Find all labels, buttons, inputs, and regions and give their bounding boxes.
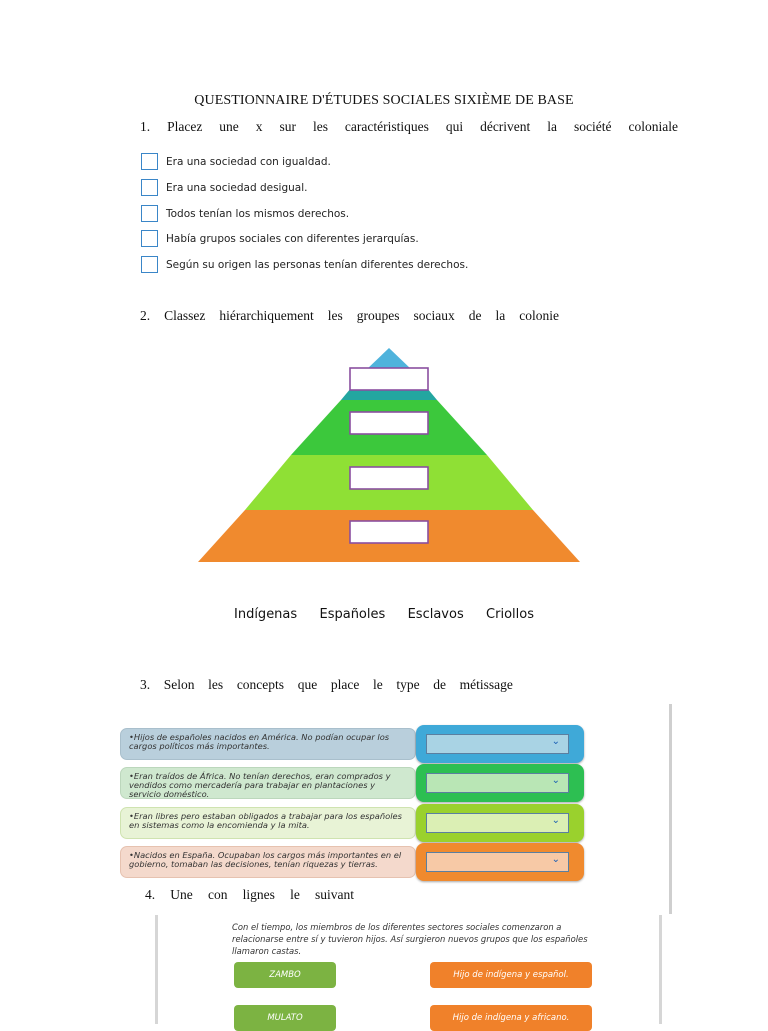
caste-right-indigena-africano[interactable]: Hijo de indígena y africano. [430, 1005, 592, 1031]
checkbox-3[interactable] [141, 205, 158, 222]
checkbox-4[interactable] [141, 230, 158, 247]
chevron-down-icon: ⌄ [551, 815, 560, 826]
description-criollos: •Hijos de españoles nacidos en América. … [120, 728, 416, 760]
caste-right-indigena-espanol[interactable]: Hijo de indígena y español. [430, 962, 592, 988]
checkbox-row-2: Era una sociedad desigual. [141, 179, 307, 196]
chevron-down-icon: ⌄ [551, 775, 560, 786]
caste-left-zambo[interactable]: ZAMBO [234, 962, 336, 988]
chevron-down-icon: ⌄ [551, 854, 560, 865]
pyramid-tier-top [366, 348, 412, 370]
social-groups-word-bank: Indígenas Españoles Esclavos Criollos [234, 607, 534, 622]
scan-edge-line-left [155, 915, 158, 1024]
scan-edge-line [669, 704, 672, 914]
term-indigenas: Indígenas [234, 607, 298, 622]
pyramid-answer-box-3[interactable] [349, 466, 429, 490]
checkbox-label-3: Todos tenían los mismos derechos. [166, 207, 350, 220]
page-title: QUESTIONNAIRE D'ÉTUDES SOCIALES SIXIÈME … [194, 93, 574, 108]
checkbox-1[interactable] [141, 153, 158, 170]
pyramid-answer-box-4[interactable] [349, 520, 429, 544]
pyramid-answer-box-2[interactable] [349, 411, 429, 435]
checkbox-2[interactable] [141, 179, 158, 196]
checkbox-label-2: Era una sociedad desigual. [166, 181, 308, 194]
description-esclavos: •Eran traídos de África. No tenían derec… [120, 767, 416, 799]
checkbox-row-1: Era una sociedad con igualdad. [141, 153, 331, 170]
checkbox-row-4: Había grupos sociales con diferentes jer… [141, 230, 419, 247]
dropdown-row-3: ⌄ [416, 804, 584, 842]
checkbox-5[interactable] [141, 256, 158, 273]
term-esclavos: Esclavos [407, 607, 464, 622]
chevron-down-icon: ⌄ [551, 736, 560, 747]
description-indigenas: •Eran libres pero estaban obligados a tr… [120, 807, 416, 839]
term-criollos: Criollos [486, 607, 534, 622]
dropdown-select-3[interactable]: ⌄ [426, 813, 569, 833]
dropdown-select-1[interactable]: ⌄ [426, 734, 569, 754]
castes-intro-text: Con el tiempo, los miembros de los difer… [232, 922, 588, 956]
dropdown-row-2: ⌄ [416, 764, 584, 802]
pyramid-answer-box-1[interactable] [349, 367, 429, 391]
checkbox-row-3: Todos tenían los mismos derechos. [141, 205, 349, 222]
dropdown-select-4[interactable]: ⌄ [426, 852, 569, 872]
checkbox-row-5: Según su origen las personas tenían dife… [141, 256, 468, 273]
checkbox-label-5: Según su origen las personas tenían dife… [166, 258, 469, 271]
dropdown-row-4: ⌄ [416, 843, 584, 881]
checkbox-label-4: Había grupos sociales con diferentes jer… [166, 232, 419, 245]
term-espanoles: Españoles [319, 607, 386, 622]
dropdown-select-2[interactable]: ⌄ [426, 773, 569, 793]
social-pyramid-diagram [198, 348, 580, 562]
description-espanoles: •Nacidos en España. Ocupaban los cargos … [120, 846, 416, 878]
scan-edge-line-right [659, 915, 662, 1024]
caste-left-mulato[interactable]: MULATO [234, 1005, 336, 1031]
checkbox-label-1: Era una sociedad con igualdad. [166, 155, 331, 168]
dropdown-row-1: ⌄ [416, 725, 584, 763]
